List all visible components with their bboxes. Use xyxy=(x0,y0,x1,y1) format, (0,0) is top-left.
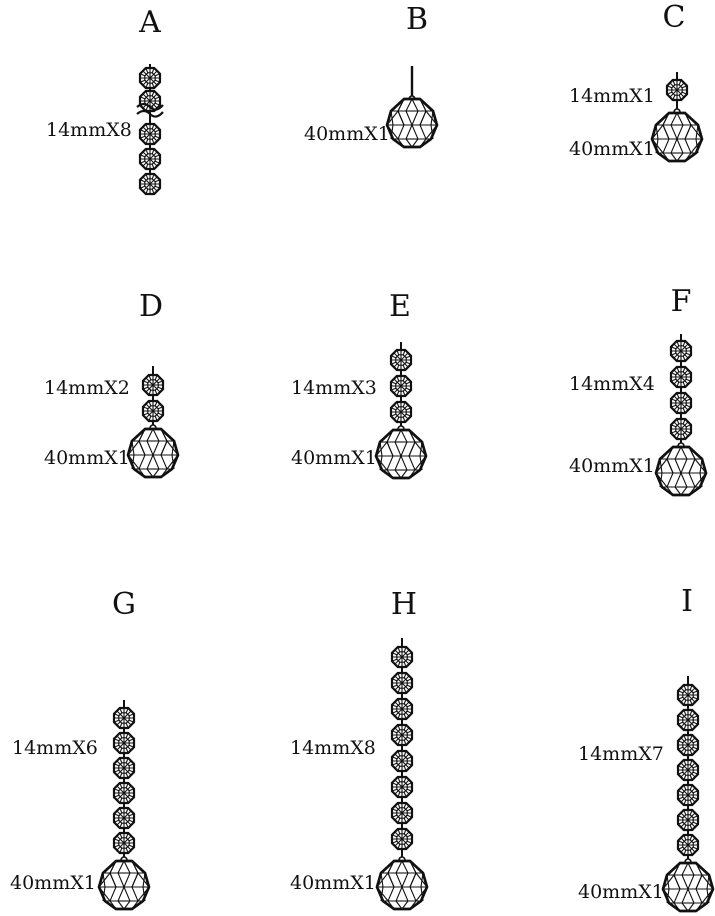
strand-c-label-14mm: 14mmX1 xyxy=(569,85,655,107)
bead-14mm xyxy=(669,365,693,389)
strand-i-label-14mm: 14mmX7 xyxy=(578,743,664,765)
bead-14mm xyxy=(138,172,162,196)
break-mark xyxy=(136,102,164,118)
strand-g-label-14mm: 14mmX6 xyxy=(12,737,98,759)
bead-14mm xyxy=(676,683,700,707)
bead-14mm xyxy=(141,399,165,423)
ball-40mm xyxy=(97,859,151,911)
strand-h: H 14mmX8 40mmX1 xyxy=(290,587,429,911)
bead-14mm xyxy=(112,806,136,830)
ball-40mm xyxy=(375,859,429,911)
strand-h-label-14mm: 14mmX8 xyxy=(290,737,376,759)
bead-14mm xyxy=(112,731,136,755)
strand-f-label-14mm: 14mmX4 xyxy=(569,373,655,395)
bead-14mm xyxy=(390,801,414,825)
bead-14mm xyxy=(676,758,700,782)
strand-letter-b: B xyxy=(406,2,428,37)
bead-14mm xyxy=(669,391,693,415)
bead-14mm xyxy=(138,122,162,146)
strand-d-label-14mm: 14mmX2 xyxy=(44,377,130,399)
bead-14mm xyxy=(665,78,689,102)
bead-14mm xyxy=(389,400,413,424)
bead-14mm xyxy=(389,348,413,372)
bead-14mm xyxy=(138,66,162,90)
ball-40mm xyxy=(650,111,704,163)
strand-letter-h: H xyxy=(391,587,417,622)
bead-14mm xyxy=(669,339,693,363)
strand-i: I 14mmX7 40mmX1 xyxy=(578,584,715,913)
strand-b-label-40mm: 40mmX1 xyxy=(304,123,390,145)
strand-c-label-40mm: 40mmX1 xyxy=(569,138,655,160)
strand-f-label-40mm: 40mmX1 xyxy=(569,455,655,477)
strand-g: G 14mmX6 40mmX1 xyxy=(10,587,151,911)
bead-14mm xyxy=(112,706,136,730)
ball-40mm xyxy=(126,427,180,479)
bead-14mm xyxy=(390,827,414,851)
bead-14mm xyxy=(676,833,700,857)
bead-14mm xyxy=(390,723,414,747)
strand-f: F 14mmX4 40mmX1 xyxy=(569,284,708,497)
strand-letter-e: E xyxy=(389,289,411,324)
strand-letter-g: G xyxy=(112,587,136,622)
bead-14mm xyxy=(676,783,700,807)
strand-letter-c: C xyxy=(663,0,686,35)
bead-14mm xyxy=(676,808,700,832)
ball-40mm xyxy=(374,428,428,480)
ball-40mm xyxy=(654,445,708,497)
strand-letter-d: D xyxy=(139,289,163,324)
strand-b: B 40mmX1 xyxy=(304,2,439,149)
bead-14mm xyxy=(390,671,414,695)
bead-14mm xyxy=(112,756,136,780)
bead-14mm xyxy=(112,781,136,805)
bead-14mm xyxy=(389,374,413,398)
bead-14mm xyxy=(669,417,693,441)
strand-c: C 14mmX1 40mmX1 xyxy=(569,0,704,163)
strand-letter-a: A xyxy=(138,5,161,40)
strand-a: A 14mmX8 xyxy=(46,5,164,196)
strand-a-label-14mm: 14mmX8 xyxy=(46,119,132,141)
strand-letter-f: F xyxy=(671,284,692,319)
strand-e-label-40mm: 40mmX1 xyxy=(291,447,377,469)
strand-e: E 14mmX3 40mmX1 xyxy=(291,289,428,480)
strand-i-label-40mm: 40mmX1 xyxy=(578,881,664,903)
bead-14mm xyxy=(676,708,700,732)
bead-14mm xyxy=(390,775,414,799)
bead-14mm xyxy=(141,373,165,397)
strand-h-label-40mm: 40mmX1 xyxy=(290,872,376,894)
bead-14mm xyxy=(390,645,414,669)
ball-40mm xyxy=(661,861,715,913)
bead-14mm xyxy=(138,147,162,171)
bead-14mm xyxy=(112,831,136,855)
strand-e-label-14mm: 14mmX3 xyxy=(291,377,377,399)
strand-g-label-40mm: 40mmX1 xyxy=(10,872,96,894)
bead-14mm xyxy=(390,697,414,721)
strand-letter-i: I xyxy=(681,584,693,619)
ball-40mm xyxy=(385,97,439,149)
bead-14mm xyxy=(676,733,700,757)
bead-14mm xyxy=(390,749,414,773)
strand-d-label-40mm: 40mmX1 xyxy=(44,447,130,469)
strand-d: D 14mmX2 40mmX1 xyxy=(44,289,180,479)
